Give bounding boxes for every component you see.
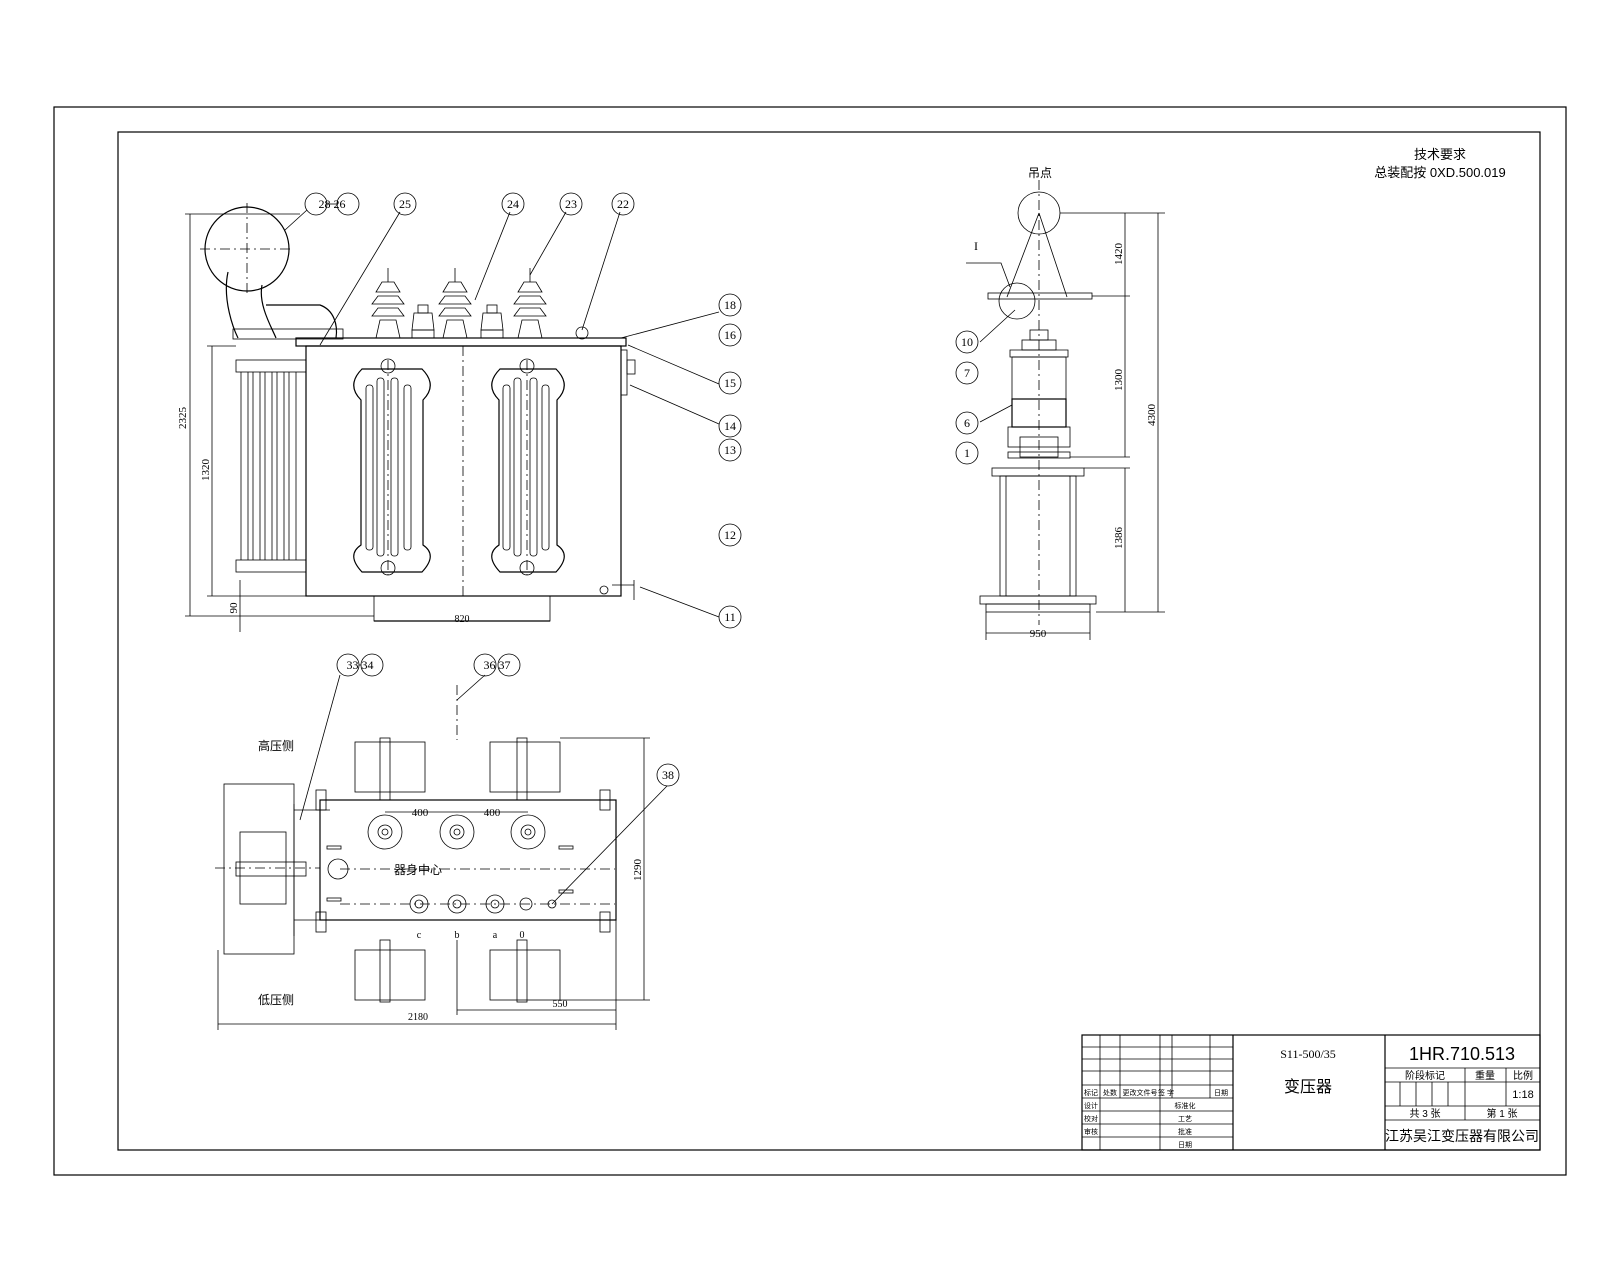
tb-date: 日期 [1178,1141,1192,1149]
col-stage: 阶段标记 [1405,1069,1445,1082]
phase-0-label: 0 [520,930,525,941]
tb-approver: 审核 [1084,1127,1098,1136]
hv-bushings [371,268,589,340]
tb-checker: 校对 [1084,1114,1098,1123]
balloon-24: 24 [507,197,519,211]
balloon-1: 1 [964,446,970,460]
balloon-28-26: 28 26 [319,197,346,211]
phase-b-label: b [455,930,460,941]
col-scale: 比例 [1513,1069,1533,1082]
dim-wheel: 820 [455,614,470,625]
dim-400-b: 400 [484,807,501,819]
inner-border [117,131,1541,1151]
rev-date: 日期 [1214,1089,1228,1097]
balloon-16: 16 [724,328,736,342]
lv-side-label: 低压侧 [258,993,294,1007]
balloon-36-37: 36 37 [484,658,511,672]
front-view: 2325 1320 90 820 [177,203,720,632]
dim-1386: 1386 [1113,527,1125,550]
sheet-number: 第 1 张 [1486,1107,1517,1120]
body-center-label: 器身中心 [394,862,442,877]
balloon-6: 6 [964,416,970,430]
sheets-total: 共 3 张 [1409,1108,1440,1120]
rev-doc: 更改文件号 [1123,1088,1158,1097]
company-name: 江苏吴江变压器有限公司 [1385,1128,1539,1144]
scale-value: 1:18 [1512,1089,1533,1101]
balloon-18: 18 [724,298,736,312]
product-name: 变压器 [1284,1078,1332,1096]
dim-total-height: 2325 [177,407,189,430]
dim-400-a: 400 [412,807,429,819]
tb-process: 工艺 [1178,1115,1192,1123]
balloon-12: 12 [724,528,736,542]
tech-req-title: 技术要求 [1414,147,1466,162]
dim-depth: 1290 [632,859,644,882]
tb-approve: 批准 [1178,1127,1192,1136]
balloon-23: 23 [565,197,577,211]
balloon-38: 38 [662,768,674,782]
detail-label: I [974,239,978,253]
balloon-33-34: 33 34 [347,658,374,672]
balloon-25: 25 [399,197,411,211]
col-weight: 重量 [1475,1069,1495,1082]
assembly-ref: 总装配按 0XD.500.019 [1374,165,1506,180]
title-block: 标记 处数 更改文件号 签 字 日期 设计 校对 审核 标准化 工艺 批准 日期… [1081,1034,1541,1151]
tb-designer: 设计 [1084,1101,1098,1110]
rev-mark: 标记 [1084,1088,1098,1097]
balloon-11: 11 [724,610,736,624]
plan-view: 400 400 器身中心 c b a 0 高压侧 低压侧 1290 2180 5… [215,674,668,1030]
phase-c-label: c [417,930,422,941]
lift-label: 吊点 [1028,166,1052,180]
dim-550: 550 [553,999,568,1010]
dim-950: 950 [1030,628,1047,640]
part-balloons: 28 26 25 24 23 22 18 16 15 14 13 12 11 3… [304,192,979,787]
side-view: 吊点 I [966,166,1165,640]
balloon-15: 15 [724,376,736,390]
balloon-22: 22 [617,197,629,211]
phase-a-label: a [493,930,498,941]
dim-1300: 1300 [1113,369,1125,392]
dim-radiator: 1320 [200,459,212,482]
dim-1420: 1420 [1113,243,1125,266]
rev-zones: 处数 [1103,1088,1117,1097]
tb-std: 标准化 [1175,1101,1196,1110]
dim-4300: 4300 [1146,404,1158,427]
hv-side-label: 高压侧 [258,738,294,753]
outer-border [53,106,1567,1176]
dim-width: 2180 [408,1012,428,1023]
drawing-number: 1HR.710.513 [1409,1044,1515,1064]
balloon-13: 13 [724,443,736,457]
model-number: S11-500/35 [1280,1047,1336,1061]
rev-sign: 签 字 [1158,1088,1174,1097]
balloon-14: 14 [724,419,736,433]
dim-base: 90 [228,602,240,614]
balloon-7: 7 [964,366,970,380]
balloon-10: 10 [961,335,973,349]
